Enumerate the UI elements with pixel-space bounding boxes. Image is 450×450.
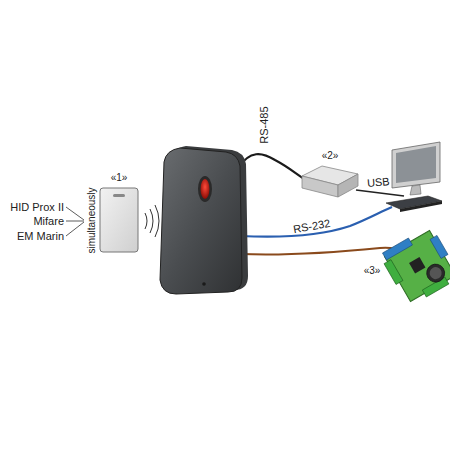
note-label: simultaneously [86, 187, 97, 253]
signal-label: RS-485 [258, 106, 270, 143]
reader [160, 146, 248, 294]
card [100, 188, 138, 252]
radio-waves [145, 205, 159, 237]
callout-number: «3» [364, 265, 381, 276]
signal-label: USB [366, 175, 390, 189]
controller-board [379, 225, 450, 307]
format-label: HID Prox II [10, 201, 64, 213]
callout-number: «2» [322, 150, 339, 161]
format-label: Mifare [33, 215, 64, 227]
callout-number: «1» [111, 172, 128, 183]
converter-box [302, 166, 358, 197]
format-label: EM Marin [17, 230, 64, 242]
rs485-cable [238, 154, 306, 180]
usb-cable [356, 190, 404, 196]
rs232-cable [240, 207, 392, 237]
leader-lines [66, 207, 84, 236]
computer [386, 142, 442, 212]
brown-cable [240, 248, 404, 255]
